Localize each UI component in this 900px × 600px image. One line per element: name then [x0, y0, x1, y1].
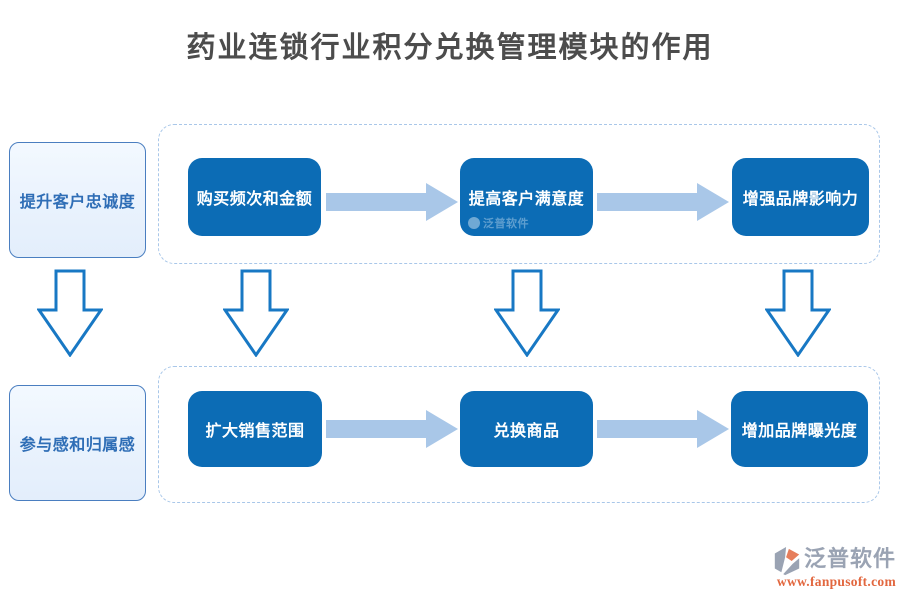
step-box-label: 提高客户满意度 — [468, 191, 585, 208]
down-arrow-icon — [37, 269, 103, 357]
benefit-box-label: 参与感和归属感 — [19, 437, 136, 454]
step-box-purchase-frequency: 购买频次和金额 — [188, 158, 321, 236]
step-box-brand-influence: 增强品牌影响力 — [732, 158, 869, 236]
step-box-label: 增强品牌影响力 — [742, 191, 859, 208]
watermark-text: 泛普软件 — [483, 218, 529, 230]
step-box-label: 购买频次和金额 — [196, 191, 313, 208]
fanpu-pinwheel-icon — [774, 546, 800, 576]
step-box-label: 兑换商品 — [493, 423, 560, 440]
step-box-redeem-goods: 兑换商品 — [460, 391, 593, 467]
right-arrow-icon — [326, 183, 458, 221]
down-arrow-icon — [765, 269, 831, 357]
brand-website: www.fanpusoft.com — [776, 574, 896, 589]
step-box-label: 增加品牌曝光度 — [741, 423, 858, 440]
step-box-customer-satisfaction: 提高客户满意度 泛普软件 — [460, 158, 593, 236]
benefit-box-label: 提升客户忠诚度 — [19, 194, 136, 211]
down-arrow-icon — [494, 269, 560, 357]
benefit-box-belonging: 参与感和归属感 — [9, 385, 146, 501]
watermark-logo-icon — [468, 217, 480, 229]
down-arrow-icon — [223, 269, 289, 357]
right-arrow-icon — [597, 410, 729, 448]
benefit-box-loyalty: 提升客户忠诚度 — [9, 142, 146, 258]
step-box-sales-scope: 扩大销售范围 — [188, 391, 322, 467]
footer-brand: 泛普软件 www.fanpusoft.com — [772, 546, 896, 590]
step-box-label: 扩大销售范围 — [205, 423, 305, 440]
step-box-brand-exposure: 增加品牌曝光度 — [731, 391, 868, 467]
right-arrow-icon — [326, 410, 458, 448]
page-title: 药业连锁行业积分兑换管理模块的作用 — [186, 32, 714, 64]
brand-name: 泛普软件 — [803, 546, 896, 571]
right-arrow-icon — [597, 183, 729, 221]
watermark: 泛普软件 — [468, 215, 529, 231]
